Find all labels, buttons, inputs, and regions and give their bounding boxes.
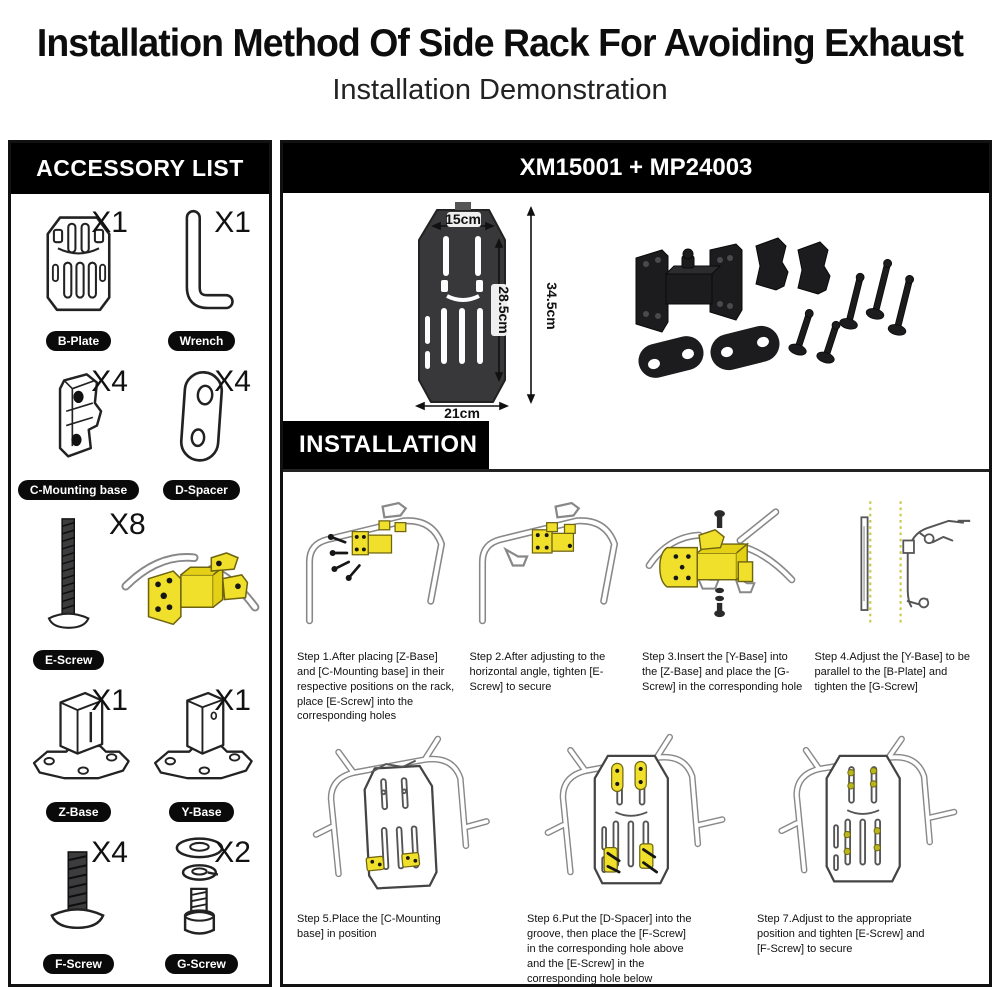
dimension-inner-height: 28.5cm <box>496 286 512 333</box>
accessory-item-d-spacer: X4 D-Spacer <box>140 357 263 506</box>
step-2-caption: Step 2.After adjusting to the horizontal… <box>469 651 606 693</box>
step-7-caption: Step 7.Adjust to the appropriate positio… <box>757 913 925 955</box>
accessory-item-b-plate: X1 <box>17 198 140 357</box>
side-plate-dimensions-figure: 15cm 28.5cm 34.5cm <box>414 202 560 418</box>
accessory-item-wrench: X1 Wrench <box>140 198 263 357</box>
step-4-illustration <box>859 501 970 624</box>
short-screw-icon <box>50 851 105 930</box>
page-subtitle: Installation Demonstration <box>332 74 668 106</box>
step-1-illustration <box>305 501 446 625</box>
part-label: G-Screw <box>165 954 238 974</box>
quantity-label: X2 <box>214 836 251 870</box>
page-header: Installation Method Of Side Rack For Avo… <box>0 0 1000 107</box>
part-label: Z-Base <box>46 802 111 823</box>
step-7-illustration <box>778 735 958 883</box>
part-label: Y-Base <box>169 802 234 823</box>
accessory-item-z-base: X1 Z-Base <box>17 676 140 828</box>
accessory-list-header: ACCESSORY LIST <box>11 143 269 194</box>
quantity-label: X4 <box>91 836 128 870</box>
part-label: D-Spacer <box>163 480 240 501</box>
step-2: Step 2.After adjusting to the horizontal… <box>464 482 637 724</box>
part-label: B-Plate <box>45 331 112 352</box>
quantity-label: X4 <box>91 365 128 399</box>
part-label: E-Screw <box>32 650 105 671</box>
mounting-base-icon <box>58 373 103 458</box>
accessory-item-e-screw: X8 <box>17 506 263 676</box>
page-title: Installation Method Of Side Rack For Avo… <box>36 22 964 65</box>
b-plate-icon <box>46 216 111 312</box>
y-base-icon <box>154 692 253 780</box>
step-3-caption: Step 3.Insert the [Y-Base] into the [Z-B… <box>642 651 803 693</box>
spacer-icon <box>179 371 224 463</box>
product-showcase: 15cm 28.5cm 34.5cm <box>283 193 989 421</box>
step-3: Step 3.Insert the [Y-Base] into the [Z-B… <box>636 482 809 724</box>
step-4: Step 4.Adjust the [Y-Base] to be paralle… <box>809 482 982 724</box>
step-6: Step 6.Put the [D-Spacer] into the groov… <box>521 724 751 986</box>
product-section: XM15001 + MP24003 <box>280 140 992 987</box>
long-screw-icon <box>47 518 90 630</box>
accessory-item-g-screw: X2 <box>140 828 263 980</box>
quantity-label: X1 <box>214 206 251 239</box>
quantity-label: X1 <box>91 206 128 239</box>
installation-header: INSTALLATION <box>283 421 489 469</box>
part-label: Wrench <box>167 331 236 352</box>
step-1-caption: Step 1.After placing [Z-Base] and [C-Mou… <box>297 651 455 723</box>
part-label: F-Screw <box>43 954 114 974</box>
dimension-top-width: 15cm <box>445 211 481 227</box>
accessory-grid: X1 <box>11 194 269 984</box>
accessory-item-f-screw: X4 F-Screw <box>17 828 140 980</box>
step-2-illustration <box>478 501 618 625</box>
step-3-illustration <box>645 508 796 618</box>
z-base-icon <box>32 692 130 780</box>
mounting-hardware-figure <box>635 237 914 378</box>
z-base-assembly-illustration <box>121 552 260 626</box>
dimension-outer-height: 34.5cm <box>544 282 560 329</box>
product-model-header: XM15001 + MP24003 <box>283 143 989 193</box>
step-4-caption: Step 4.Adjust the [Y-Base] to be paralle… <box>814 651 971 693</box>
step-6-caption: Step 6.Put the [D-Spacer] into the groov… <box>527 913 692 985</box>
step-5-caption: Step 5.Place the [C-Mounting base] in po… <box>297 913 441 941</box>
accessory-item-c-mounting-base: X4 C-Mounting base <box>17 357 140 506</box>
accessory-item-y-base: X1 Y-Base <box>140 676 263 828</box>
step-1: Step 1.After placing [Z-Base] and [C-Mou… <box>291 482 464 724</box>
bolt-washer-icon <box>175 837 224 935</box>
wrench-icon <box>185 209 234 310</box>
step-7: Step 7.Adjust to the appropriate positio… <box>751 724 981 986</box>
installation-steps: Step 1.After placing [Z-Base] and [C-Mou… <box>283 469 989 986</box>
accessory-list-panel: ACCESSORY LIST X1 <box>8 140 272 987</box>
step-5: Step 5.Place the [C-Mounting base] in po… <box>291 724 521 986</box>
step-5-illustration <box>312 735 490 890</box>
step-6-illustration <box>544 734 726 885</box>
quantity-label: X8 <box>109 508 146 542</box>
part-label: C-Mounting base <box>17 480 140 501</box>
quantity-label: X4 <box>214 365 251 399</box>
quantity-label: X1 <box>214 684 251 718</box>
quantity-label: X1 <box>91 684 128 718</box>
dimension-bottom-width: 21cm <box>444 405 480 418</box>
